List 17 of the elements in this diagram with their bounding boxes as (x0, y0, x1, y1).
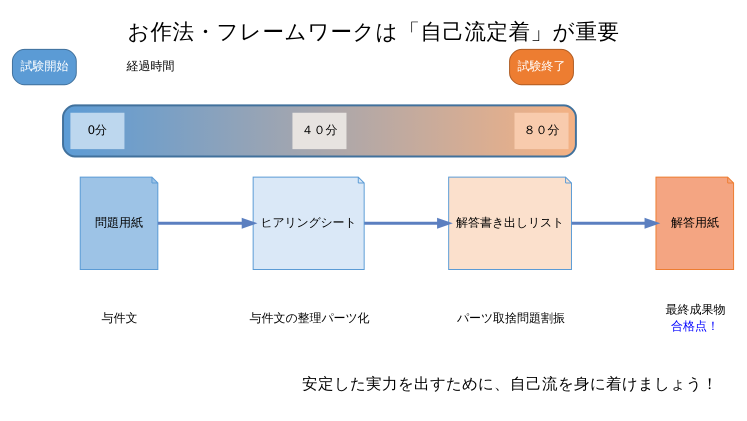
node-box: 試験終了 (509, 48, 574, 86)
cluster (62, 104, 577, 158)
diagram-title: お作法・フレームワークは「自己流定着」が重要 (128, 20, 620, 46)
node-label: 最終成果物 (665, 302, 726, 316)
label: 経過時間 (126, 59, 174, 74)
node-label: 与件文 (101, 311, 138, 326)
node-label: 合格点！ (671, 318, 720, 333)
node-box: 試験開始 (12, 48, 77, 86)
arrow (572, 218, 660, 229)
arrow (364, 218, 453, 229)
node-label: 与件文の整理パーツ化 (250, 311, 370, 326)
node-box: ４０分 (292, 112, 346, 150)
label: 安定した実力を出すために、自己流を身に着けましょう！ (302, 374, 718, 394)
node-box: ８０分 (514, 112, 569, 150)
node-label: パーツ取捨問題割振 (457, 311, 566, 326)
arrow (158, 218, 258, 229)
node-box: 0分 (70, 112, 124, 150)
